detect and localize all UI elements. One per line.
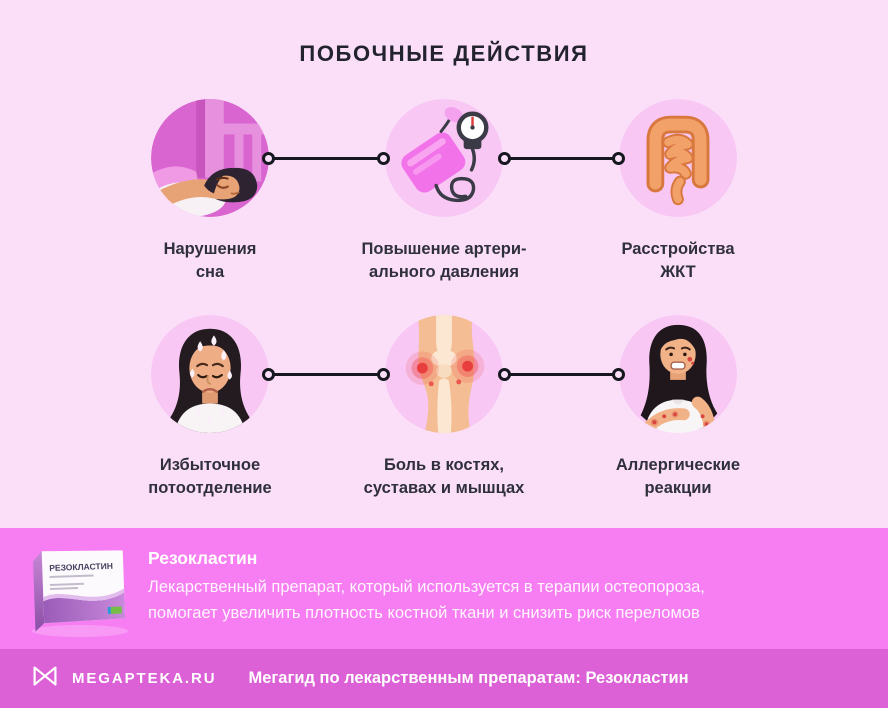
connector-dot [612,368,625,381]
megapteka-logo-icon [30,663,60,694]
connector-segment [267,373,385,376]
page-title: ПОБОЧНЫЕ ДЕЙСТВИЯ [299,41,589,66]
effect-label: Нарушения сна [163,240,257,281]
connector-segment [503,373,620,376]
effect-label: Повышение артери- ального давления [361,240,527,281]
effect-item-blood-pressure: Повышение артери- ального давления [344,99,544,284]
connector-line [262,152,390,165]
connector-line [498,368,625,381]
connector-segment [267,157,385,160]
allergic-reaction-icon [619,315,737,433]
effect-label: Боль в костях, суставах и мышцах [363,456,525,497]
effect-item-bone-pain: Боль в костях, суставах и мышцах [344,315,544,500]
intestines-icon [619,99,737,217]
connector-dot [262,152,275,165]
product-box-label: РЕЗОКЛАСТИН [49,561,113,573]
footer-bar: MEGAPTEKA.RU Мегагид по лекарственным пр… [0,649,888,708]
connector-dot [377,152,390,165]
footer-tagline: Мегагид по лекарственным препаратам: Рез… [248,669,689,687]
connector-dot [262,368,275,381]
effect-label: Расстройства ЖКТ [621,240,735,281]
product-name: Резокластин [148,548,258,568]
knee-pain-icon [385,315,503,433]
effect-label: Избыточное потоотделение [148,456,272,497]
effect-item-allergy: Аллергические реакции [578,315,778,500]
blood-pressure-monitor-icon [385,99,503,217]
connector-dot [498,368,511,381]
sleeping-woman-icon [151,99,269,217]
connector-line [262,368,390,381]
product-box-image: РЕЗОКЛАСТИН [22,538,134,643]
product-description: Лекарственный препарат, который использу… [148,578,705,622]
effect-item-sleep: Нарушения сна [110,99,310,284]
effect-label: Аллергические реакции [615,456,741,497]
connector-dot [377,368,390,381]
connector-dot [498,152,511,165]
effect-item-sweating: Избыточное потоотделение [110,315,310,500]
brand-name: MEGAPTEKA.RU [72,670,217,687]
product-banner: РЕЗОКЛАСТИН Резокластин Лекарственный пр… [0,528,888,649]
connector-dot [612,152,625,165]
effect-item-gi: Расстройства ЖКТ [578,99,778,284]
sweating-woman-icon [151,315,269,433]
connector-line [498,152,625,165]
connector-segment [503,157,620,160]
